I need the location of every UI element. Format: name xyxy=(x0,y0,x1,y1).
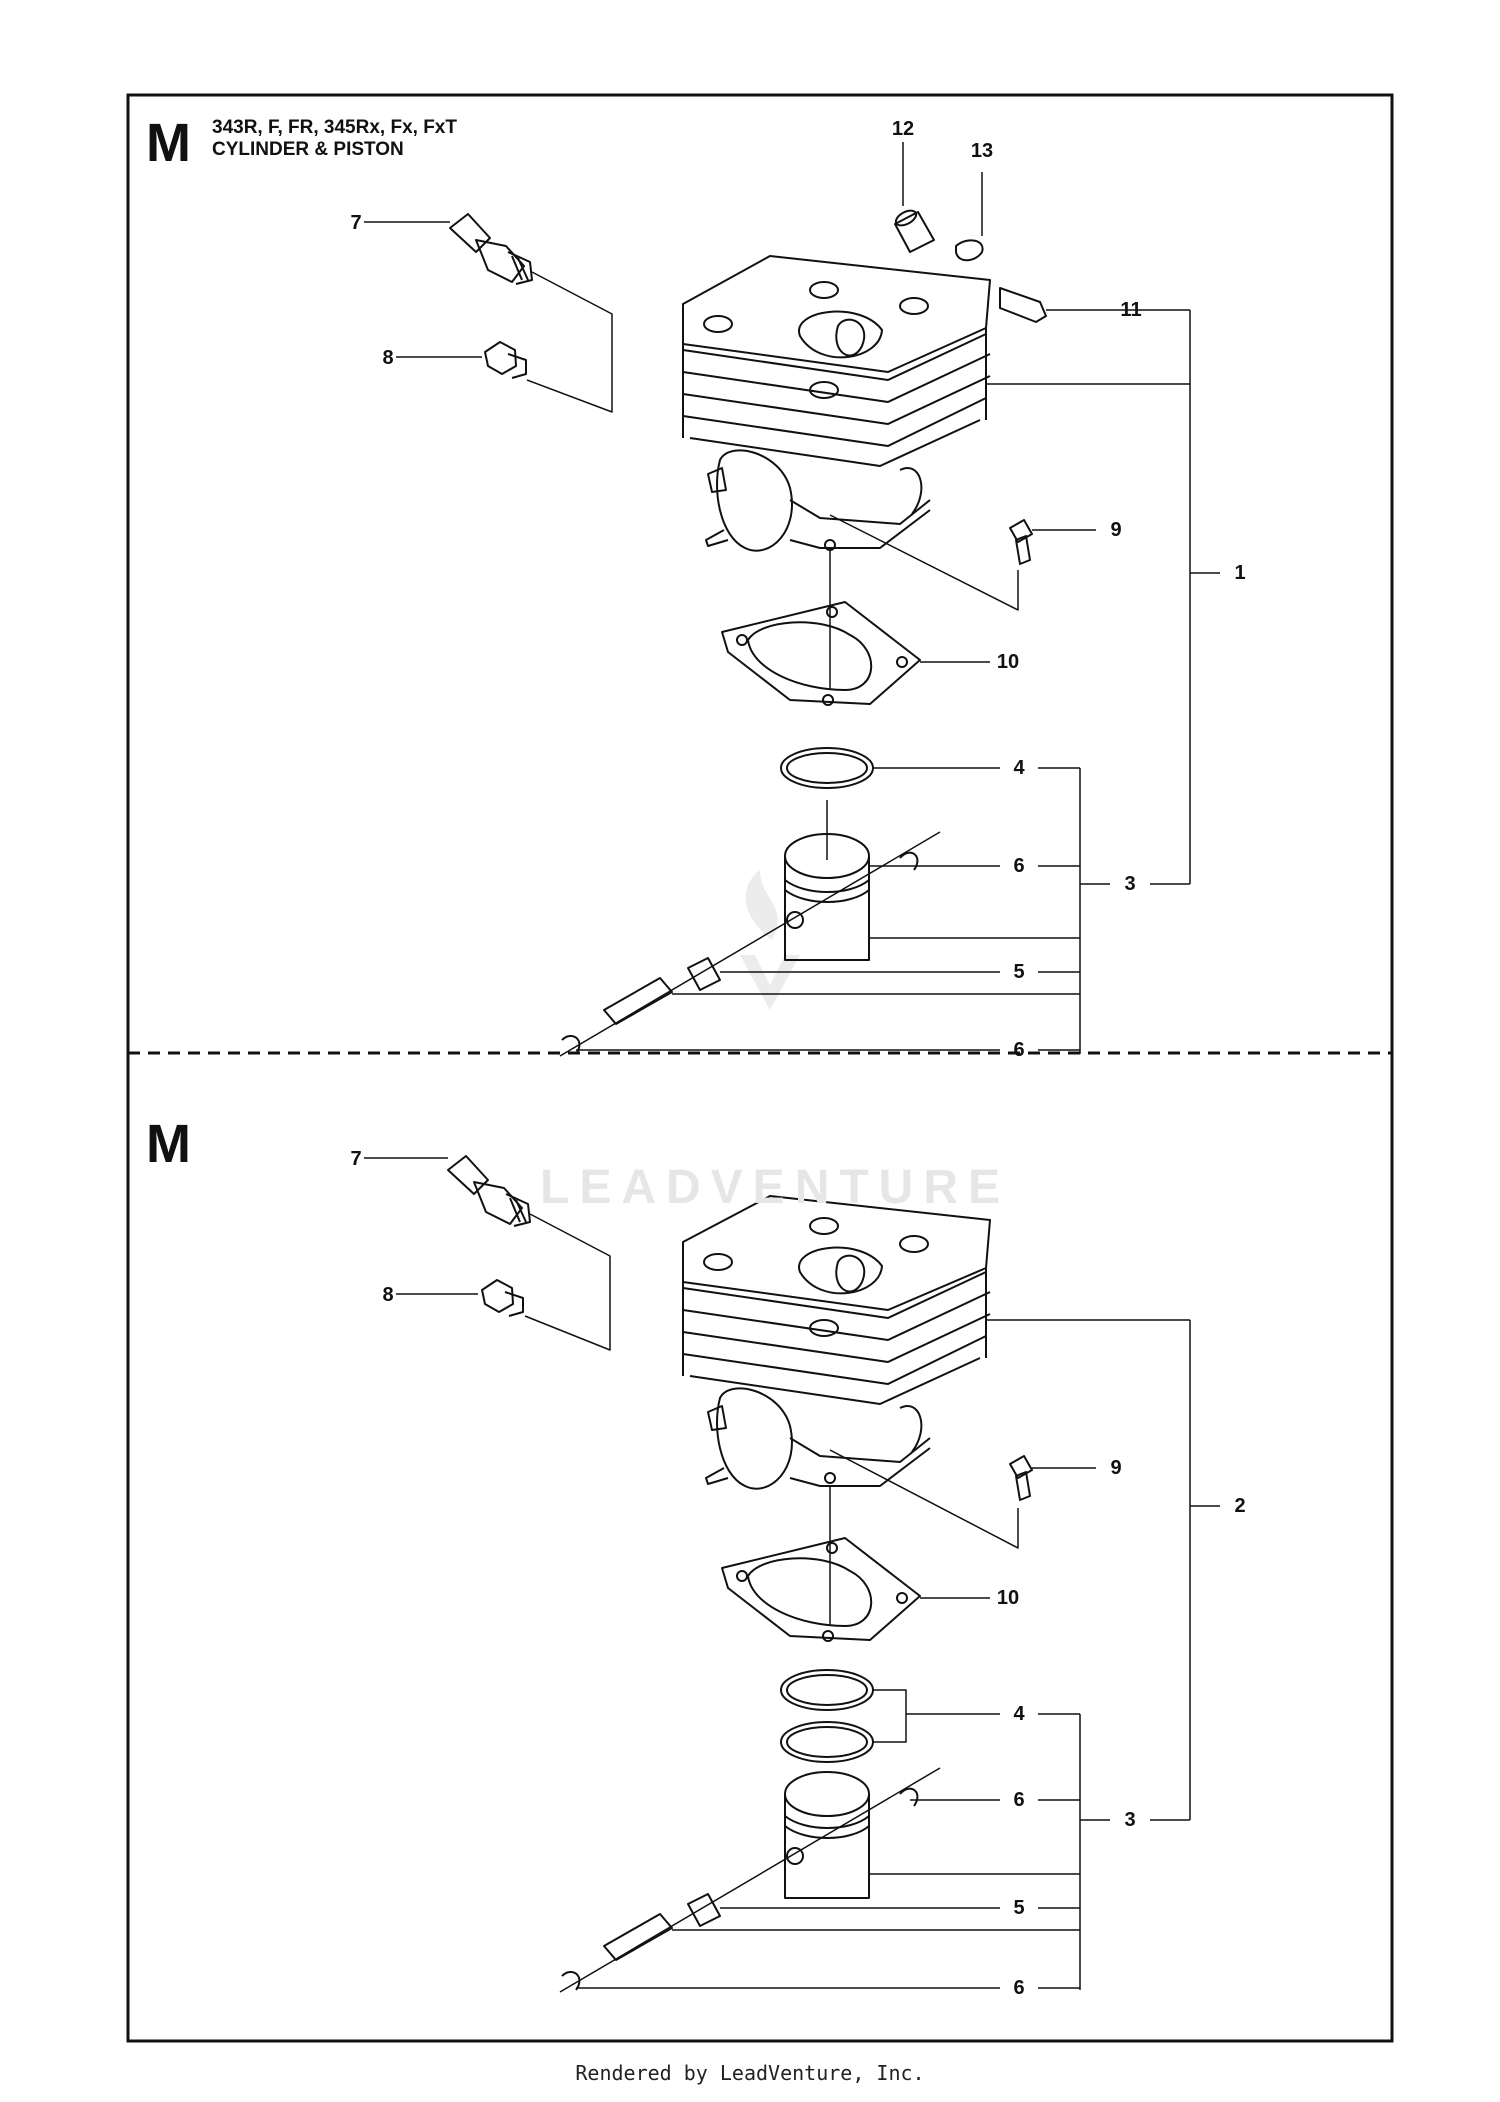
piston-pin-part xyxy=(603,1913,673,1961)
circlip-part xyxy=(899,1787,919,1807)
callout-10: 10 xyxy=(996,1587,1020,1609)
piston-part xyxy=(784,833,870,961)
upper-exploded-view xyxy=(364,142,1220,1057)
callout-7: 7 xyxy=(350,212,362,234)
callout-6: 6 xyxy=(1013,855,1025,877)
diagram-border xyxy=(126,93,1394,2043)
callout-5: 5 xyxy=(1013,1897,1025,1919)
circlip-part xyxy=(561,1035,581,1055)
callout-9: 9 xyxy=(1110,1457,1122,1479)
callout-4: 4 xyxy=(1013,757,1025,779)
callout-3: 3 xyxy=(1124,1809,1136,1831)
piston-ring-part xyxy=(780,747,874,789)
decompression-valve-part xyxy=(447,1155,531,1227)
callout-6: 6 xyxy=(1013,1039,1025,1061)
callout-1: 1 xyxy=(1234,562,1246,584)
piston-ring-part xyxy=(780,1669,874,1763)
gasket-part xyxy=(721,1537,921,1642)
plug-part xyxy=(481,1279,524,1317)
render-credit: Rendered by LeadVenture, Inc. xyxy=(575,2061,925,2085)
callout-8: 8 xyxy=(382,347,394,369)
callout-10: 10 xyxy=(996,651,1020,673)
cylinder-part xyxy=(682,255,991,552)
fitting-part xyxy=(999,287,1047,323)
tube-part xyxy=(894,209,935,253)
needle-bearing-part xyxy=(687,1893,721,1927)
gasket-part xyxy=(721,601,921,706)
callout-12: 12 xyxy=(891,118,915,140)
circlip-part xyxy=(561,1971,581,1991)
page-title: CYLINDER & PISTON xyxy=(212,139,404,160)
watermark-logo xyxy=(740,870,800,1010)
piston-part xyxy=(784,1771,870,1899)
callout-11: 11 xyxy=(1120,299,1142,321)
screw-part xyxy=(1009,1455,1033,1501)
cylinder-part xyxy=(682,1195,991,1490)
model-list: 343R, F, FR, 345Rx, Fx, FxT xyxy=(212,117,457,138)
callout-7: 7 xyxy=(350,1148,362,1170)
callout-6: 6 xyxy=(1013,1977,1025,1999)
watermark-text: LEADVENTURE xyxy=(540,1161,1011,1214)
callout-6: 6 xyxy=(1013,1789,1025,1811)
screw-part xyxy=(1009,519,1033,565)
callout-9: 9 xyxy=(1110,519,1122,541)
callout-3: 3 xyxy=(1124,873,1136,895)
callout-13: 13 xyxy=(970,140,994,162)
needle-bearing-part xyxy=(687,957,721,991)
piston-pin-part xyxy=(603,977,673,1025)
callout-5: 5 xyxy=(1013,961,1025,983)
decompression-valve-part xyxy=(449,213,533,285)
section-letter: M xyxy=(146,113,191,173)
callout-4: 4 xyxy=(1013,1703,1025,1725)
lower-exploded-view xyxy=(364,1155,1220,1993)
plug-part xyxy=(484,341,527,379)
callout-2: 2 xyxy=(1234,1495,1246,1517)
section-letter-lower: M xyxy=(146,1114,191,1174)
circlip-part xyxy=(899,851,919,871)
callout-8: 8 xyxy=(382,1284,394,1306)
clip-part xyxy=(955,239,984,262)
